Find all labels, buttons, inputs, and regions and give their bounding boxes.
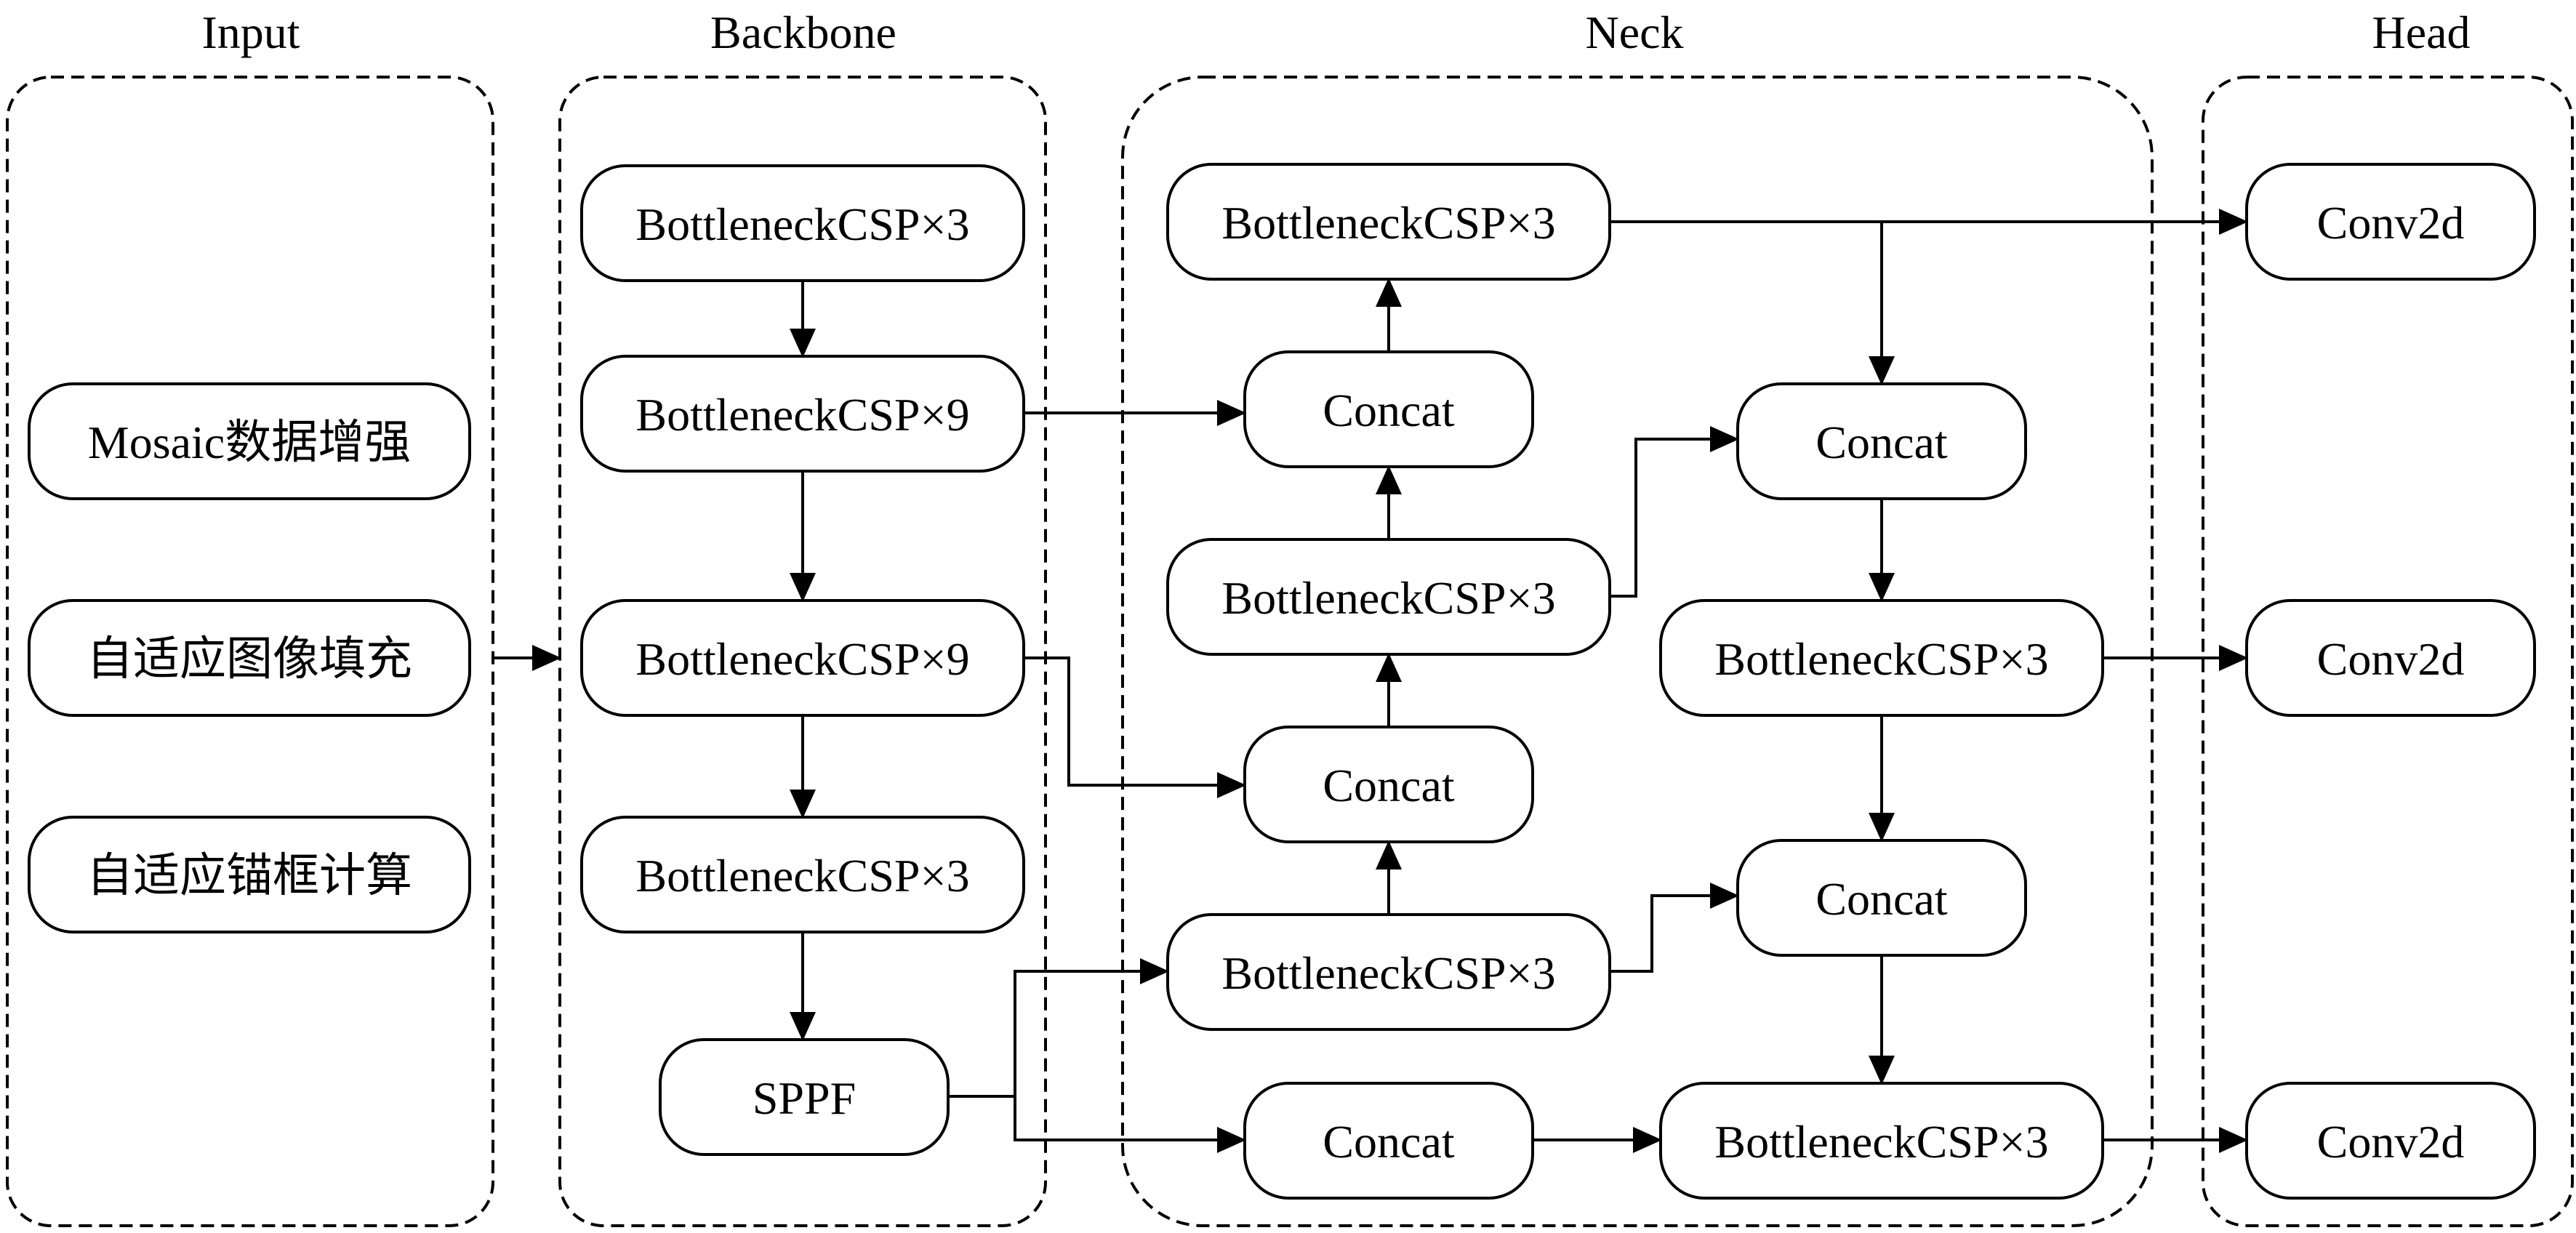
- input-item-mosaic: Mosaic数据增强: [28, 382, 471, 500]
- neck-node-mid-csp: BottleneckCSP×3: [1166, 538, 1611, 656]
- backbone-node-sppf: SPPF: [659, 1038, 950, 1156]
- head-node-conv2d-top: Conv2d: [2245, 163, 2536, 281]
- input-group-box: [6, 76, 494, 1227]
- neck-node-right-csp-mid-label: BottleneckCSP×3: [1714, 633, 2048, 685]
- neck-group-box: [1121, 76, 2154, 1227]
- backbone-node-csp3-top: BottleneckCSP×3: [580, 164, 1025, 282]
- head-node-conv2d-mid-label: Conv2d: [2317, 633, 2465, 685]
- backbone-node-csp9-a: BottleneckCSP×9: [580, 355, 1025, 473]
- neck-node-right-csp-bottom: BottleneckCSP×3: [1659, 1082, 2104, 1200]
- head-group-box: [2202, 76, 2574, 1227]
- neck-node-top-csp: BottleneckCSP×3: [1166, 163, 1611, 281]
- head-node-conv2d-bottom-label: Conv2d: [2317, 1116, 2465, 1168]
- backbone-node-csp9-a-label: BottleneckCSP×9: [635, 389, 969, 441]
- section-title-neck: Neck: [1585, 7, 1683, 58]
- neck-node-right-csp-bottom-label: BottleneckCSP×3: [1714, 1116, 2048, 1168]
- head-node-conv2d-mid: Conv2d: [2245, 599, 2536, 717]
- section-title-backbone: Backbone: [710, 7, 896, 58]
- arrow-midcsp-to-right-concat-top: [1610, 426, 1739, 598]
- section-title-head: Head: [2372, 7, 2470, 58]
- neck-node-right-concat-top-label: Concat: [1815, 417, 1948, 468]
- input-item-anchor-calc: 自适应锚框计算: [28, 816, 471, 933]
- input-item-mosaic-label: Mosaic数据增强: [88, 417, 411, 468]
- backbone-node-csp9-b-label: BottleneckCSP×9: [635, 633, 969, 685]
- neck-node-low-csp-label: BottleneckCSP×3: [1221, 947, 1555, 999]
- neck-node-concat-2: Concat: [1243, 726, 1534, 843]
- head-node-conv2d-top-label: Conv2d: [2317, 197, 2465, 249]
- arrow-sppf-to-lowcsp: [948, 958, 1169, 1098]
- neck-node-concat-2-label: Concat: [1323, 760, 1455, 811]
- neck-node-right-concat-low: Concat: [1736, 839, 2027, 957]
- backbone-node-sppf-label: SPPF: [753, 1072, 856, 1124]
- neck-node-concat-bottom: Concat: [1243, 1082, 1534, 1200]
- neck-node-concat-bottom-label: Concat: [1323, 1116, 1455, 1168]
- arrow-csp9b-to-concat2: [1024, 656, 1246, 798]
- backbone-node-csp3-bottom-label: BottleneckCSP×3: [635, 850, 969, 901]
- input-item-image-padding: 自适应图像填充: [28, 599, 471, 717]
- head-node-conv2d-bottom: Conv2d: [2245, 1082, 2536, 1200]
- section-title-input: Input: [201, 7, 300, 58]
- neck-node-top-csp-label: BottleneckCSP×3: [1221, 197, 1555, 249]
- backbone-node-csp3-top-label: BottleneckCSP×3: [635, 198, 969, 250]
- neck-node-concat-1: Concat: [1243, 350, 1534, 468]
- input-item-anchor-calc-label: 自适应锚框计算: [87, 850, 412, 901]
- neck-node-right-concat-top: Concat: [1736, 382, 2027, 500]
- neck-node-right-csp-mid: BottleneckCSP×3: [1659, 599, 2104, 717]
- arrow-lowcsp-to-right-concat-low: [1610, 883, 1739, 973]
- neck-node-right-concat-low-label: Concat: [1815, 873, 1948, 925]
- input-item-image-padding-label: 自适应图像填充: [87, 633, 412, 685]
- neck-node-low-csp: BottleneckCSP×3: [1166, 913, 1611, 1031]
- neck-node-mid-csp-label: BottleneckCSP×3: [1221, 572, 1555, 624]
- backbone-node-csp3-bottom: BottleneckCSP×3: [580, 816, 1025, 933]
- backbone-node-csp9-b: BottleneckCSP×9: [580, 599, 1025, 717]
- neck-node-concat-1-label: Concat: [1323, 385, 1455, 436]
- arrow-sppf-to-concat-bottom: [1014, 1096, 1246, 1153]
